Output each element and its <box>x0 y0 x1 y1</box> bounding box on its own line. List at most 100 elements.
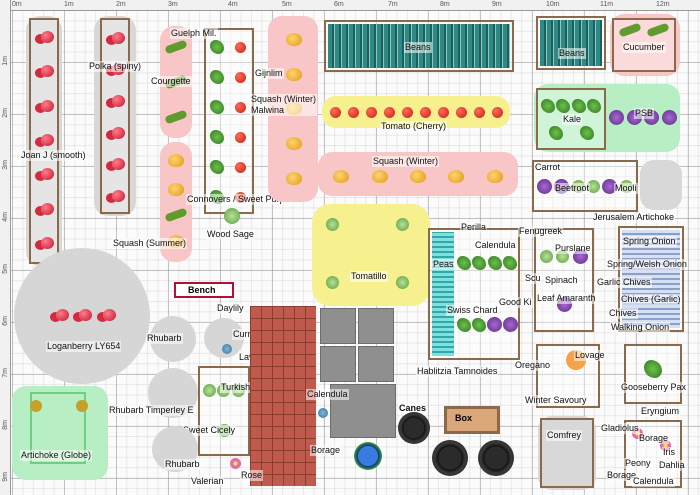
tomato-icon <box>491 106 503 118</box>
calendula-mid-label: Calendula <box>306 389 349 400</box>
raspberry-icon <box>111 31 125 44</box>
artichoke-zone[interactable] <box>12 386 108 480</box>
fenugreek-label: Fenugreek <box>518 226 564 237</box>
kale-icon <box>571 98 586 113</box>
tomatillo-label: Tomatillo <box>350 271 388 282</box>
purslane-label: Purslane <box>554 243 592 254</box>
tomato-cherry-plants <box>326 102 506 122</box>
ruler-tick-y: 4m <box>2 212 9 222</box>
polka-bed[interactable] <box>100 18 130 214</box>
ruler-tick-x: 1m <box>64 1 74 8</box>
paving-slab <box>320 346 356 382</box>
paving-slab <box>320 308 356 344</box>
jerusalem-artichoke-label: Jerusalem Artichoke <box>592 212 676 223</box>
sweet-cicely-label: Sweet Cicely <box>182 425 237 436</box>
psb-icon <box>609 109 625 125</box>
asparagus-icon <box>210 130 224 144</box>
chard-icon <box>472 255 487 270</box>
courgette-icon <box>164 207 188 223</box>
tomato-icon <box>473 106 485 118</box>
ruler-tick-x: 3m <box>168 1 178 8</box>
water-barrel[interactable] <box>432 440 468 476</box>
artichoke-bed[interactable] <box>30 392 86 464</box>
chard-icon <box>502 317 518 333</box>
chard-icon <box>456 255 471 270</box>
comfrey-zone[interactable] <box>538 416 596 490</box>
squash-icon <box>448 169 465 183</box>
water-barrel[interactable] <box>398 412 430 444</box>
chard-icon <box>456 317 471 332</box>
compost-box[interactable]: Box <box>444 406 500 434</box>
ruler-tick-x: 12m <box>656 1 670 8</box>
courgette-icon <box>164 109 188 125</box>
ruler-tick-x: 8m <box>440 1 450 8</box>
chard-plants <box>456 232 518 356</box>
borage-icon <box>318 408 328 418</box>
psb-label: PSB <box>634 108 655 119</box>
tomatillo-icon <box>396 218 409 231</box>
borage-mid-label: Borage <box>310 445 342 456</box>
bench[interactable]: Bench <box>174 282 234 298</box>
tomato-icon <box>234 101 246 113</box>
purslane-icon <box>539 249 553 263</box>
squash-icon <box>286 32 302 46</box>
squash-icon <box>486 169 503 183</box>
paving-slab <box>330 384 396 438</box>
comfrey-bed[interactable] <box>540 418 594 488</box>
peony-label: Peony <box>624 458 652 469</box>
asparagus-icon <box>210 100 224 114</box>
jerusalem-artichoke-zone[interactable] <box>640 160 682 210</box>
tomato-icon <box>419 106 431 118</box>
tomato-column-plants <box>228 32 252 212</box>
squash-summer-label: Squash (Summer) <box>112 238 188 249</box>
good-ki-label: Good Ki <box>498 297 533 308</box>
courgette-icon <box>164 39 188 55</box>
spinach-label: Spinach <box>544 275 579 286</box>
raspberry-icon <box>40 236 54 249</box>
rocket-icon <box>202 383 216 397</box>
ruler-tick-y: 8m <box>2 420 9 430</box>
raspberry-icon <box>111 158 125 171</box>
wood-sage-icon <box>224 208 240 224</box>
chives-label: Chives <box>608 308 638 319</box>
wood-sage-label: Wood Sage <box>206 229 255 240</box>
oregano-label: Oregano <box>514 360 552 371</box>
winter-savoury-label: Winter Savoury <box>524 395 588 406</box>
tomato-icon <box>401 106 413 118</box>
turkish-rocket-bed[interactable] <box>198 366 250 456</box>
calendula-top-label: Calendula <box>474 240 517 251</box>
joan-j-label: Joan J (smooth) <box>20 150 87 161</box>
carrot-label: Carrot <box>534 162 562 173</box>
rose-icon <box>230 458 241 469</box>
asparagus-plants <box>206 32 228 212</box>
tomato-icon <box>329 106 341 118</box>
raspberry-icon <box>111 126 125 139</box>
squash-icon <box>371 169 388 183</box>
ruler-tick-y: 7m <box>2 368 9 378</box>
valerian-label: Valerian <box>190 476 225 487</box>
connovers-bed[interactable] <box>204 28 254 214</box>
scu-label: Scu <box>524 273 542 284</box>
kale-label: Kale <box>562 114 583 125</box>
ruler-tick-x: 4m <box>228 1 238 8</box>
beetroot-label: Beetroot <box>554 183 591 194</box>
water-barrel[interactable] <box>478 440 514 476</box>
perilla-label: Perilla <box>460 222 488 233</box>
tomato-icon <box>455 106 467 118</box>
ruler-tick-x: 0m <box>12 1 22 8</box>
squash-winter-malwina-label: Squash (Winter) Malwina <box>250 94 318 116</box>
squash-icon <box>286 137 302 151</box>
chard-icon <box>486 317 502 333</box>
pond[interactable] <box>354 442 382 470</box>
borage-bottom-label: Borage <box>606 470 638 481</box>
loganberry-icon <box>102 309 116 321</box>
peas-label: Peas <box>432 259 455 270</box>
connovers-label: Connovers / Sweet Purple <box>186 194 293 205</box>
tomato-cherry-label: Tomato (Cherry) <box>380 121 448 132</box>
rhubarb-bottom-label: Rhubarb <box>164 459 201 470</box>
swiss-chard-label: Swiss Chard <box>446 305 499 316</box>
kale-icon <box>540 98 555 113</box>
raspberry-icon <box>40 133 54 146</box>
beans-main-label: Beans <box>404 42 432 53</box>
